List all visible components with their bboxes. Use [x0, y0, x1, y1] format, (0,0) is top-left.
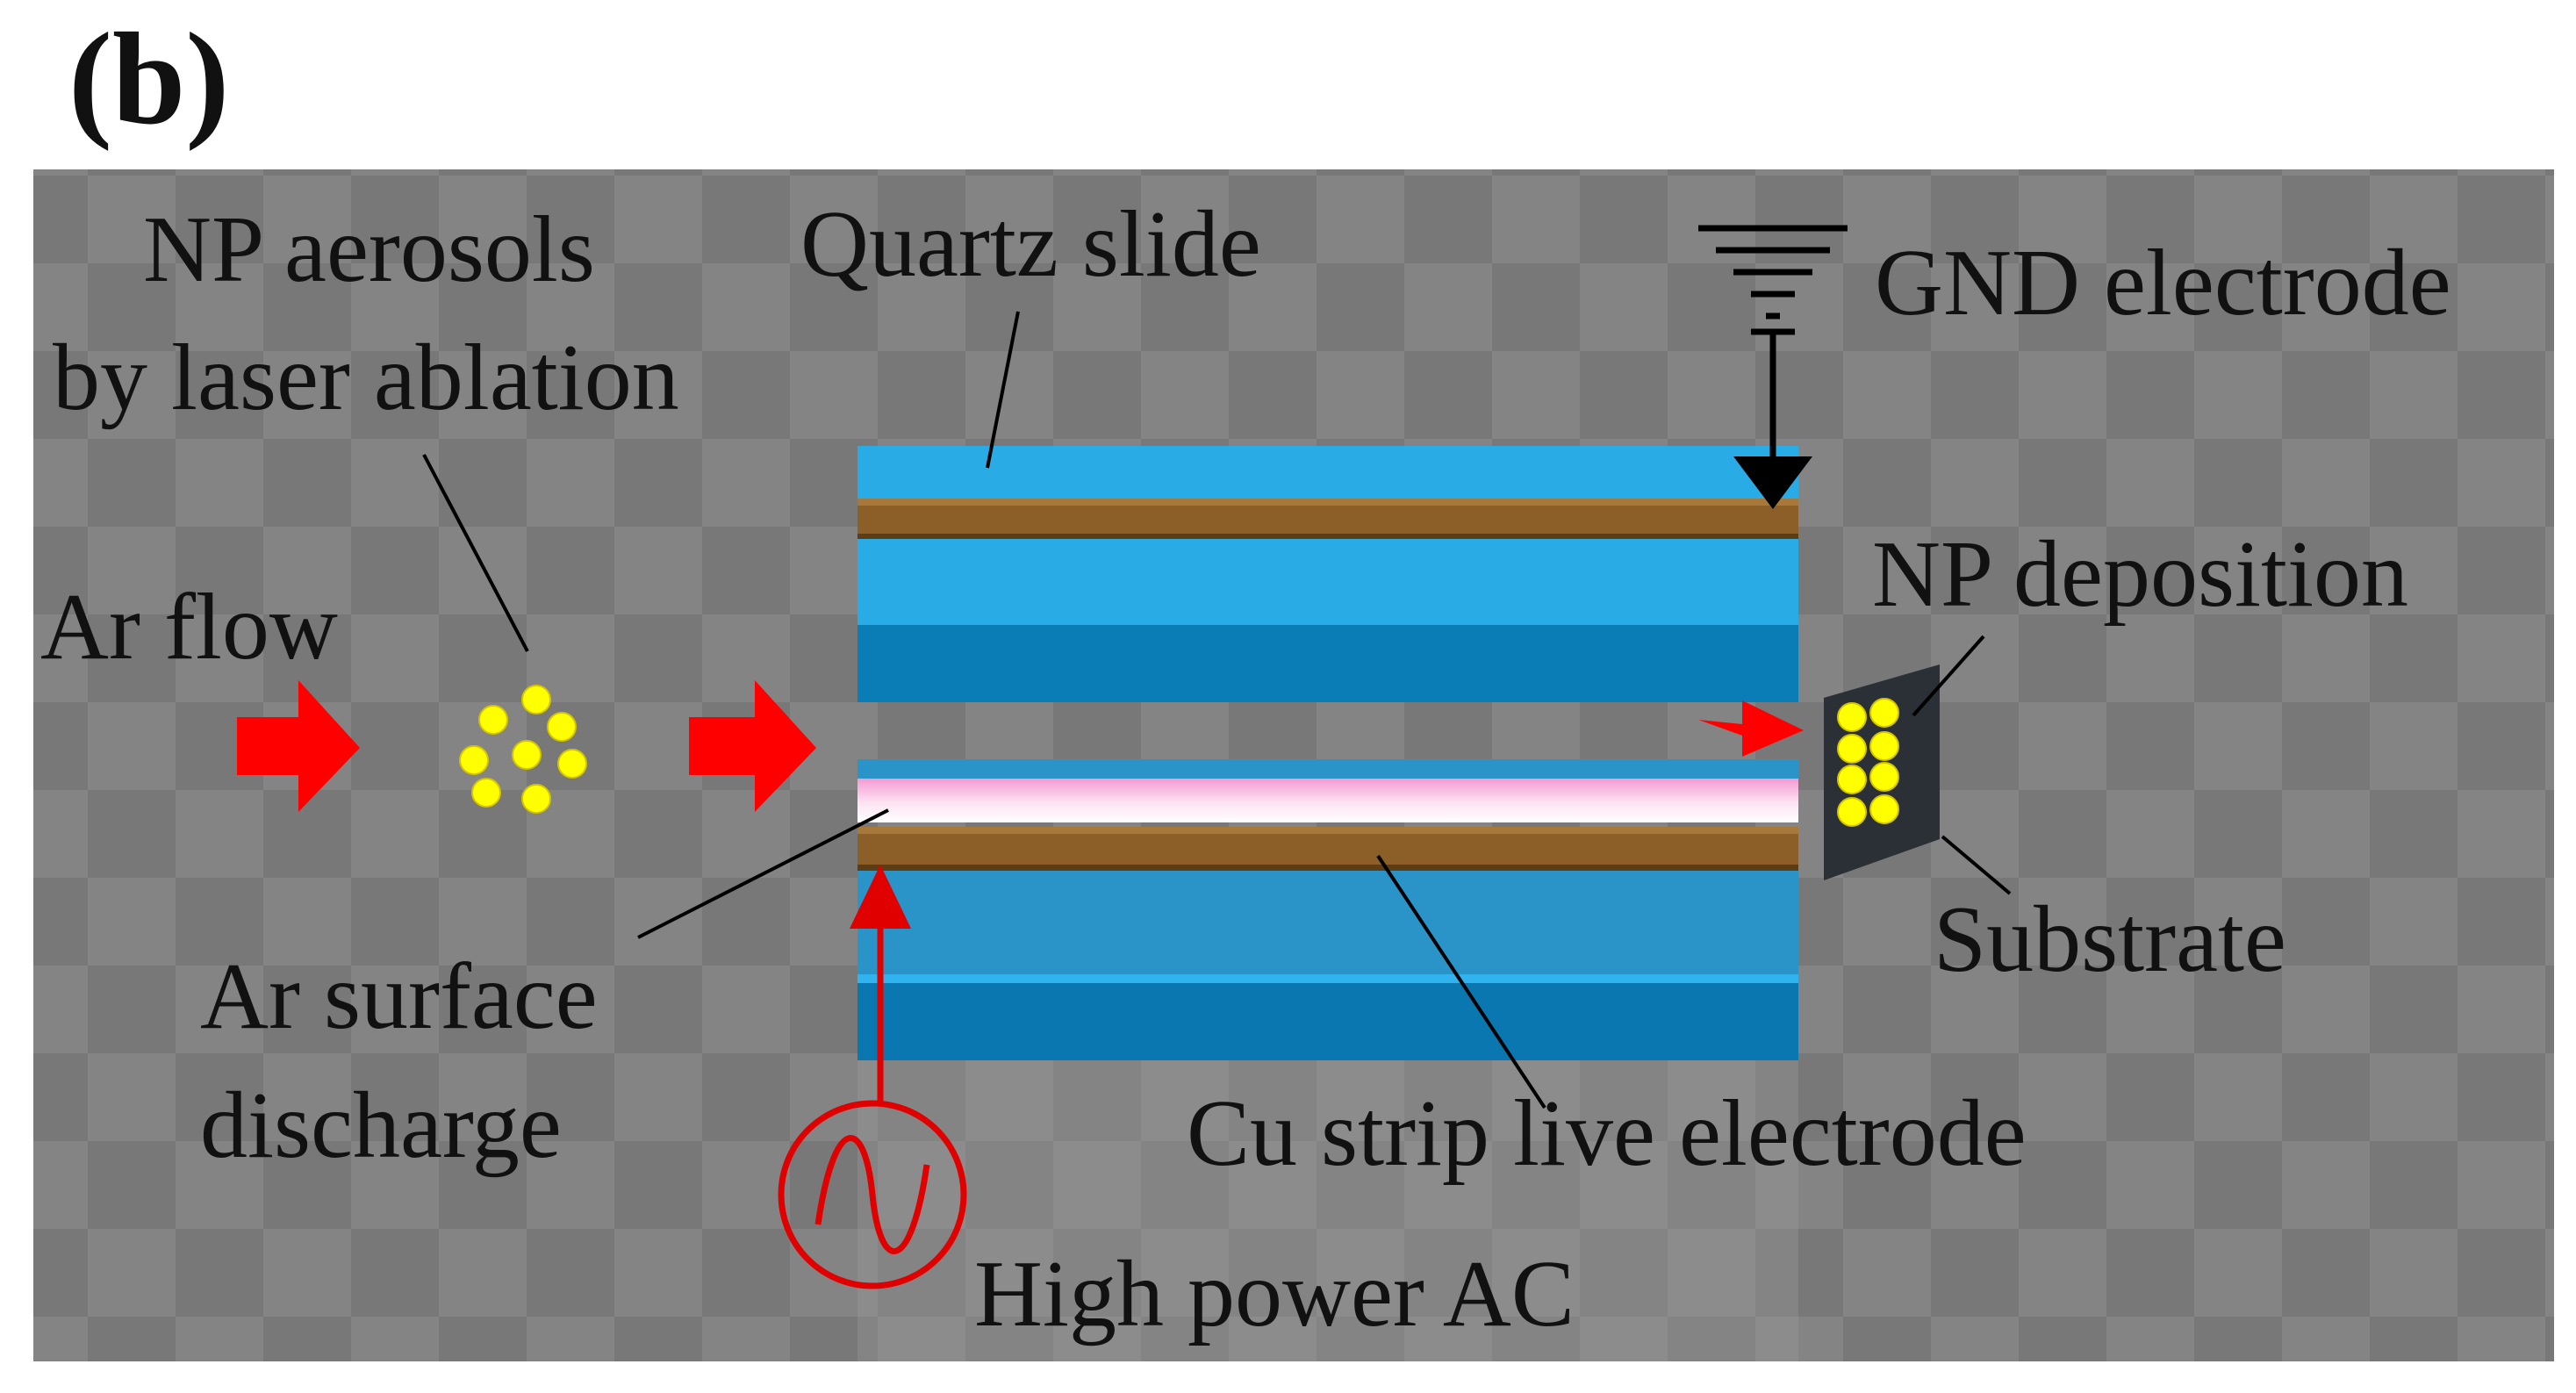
ar-flow-arrow-2 — [689, 680, 816, 812]
deposited-nanoparticles — [1837, 698, 1899, 827]
leader-np-aerosols — [422, 454, 529, 652]
leader-lines — [422, 311, 2012, 1109]
cu-strip-electrode — [857, 827, 1798, 871]
label-ar-surface-discharge-line2: discharge — [200, 1073, 562, 1178]
leader-cu-strip — [1376, 854, 1546, 1109]
slide-shadow-column — [857, 1060, 1798, 1361]
discharge-region — [857, 779, 1798, 822]
label-high-power-ac: High power AC — [974, 1242, 1575, 1346]
lower-quartz-slide — [857, 759, 1798, 1060]
label-gnd-electrode: GND electrode — [1875, 231, 2451, 335]
label-ar-surface-discharge-line1: Ar surface — [200, 944, 598, 1049]
label-np-aerosols-line2: by laser ablation — [53, 326, 679, 430]
upper-quartz-slide — [857, 446, 1798, 702]
ar-flow-arrow-1 — [237, 680, 360, 812]
ac-source-icon — [778, 1100, 967, 1289]
label-np-aerosols-line1: NP aerosols — [143, 197, 595, 302]
panel-label: (b) — [68, 6, 229, 152]
gnd-arrowhead — [1733, 456, 1812, 509]
np-flow-arrow — [1698, 700, 1804, 757]
ac-arrowhead — [850, 865, 911, 929]
np-aerosol-cluster — [459, 685, 587, 814]
label-cu-strip: Cu strip live electrode — [1187, 1081, 2027, 1186]
leader-substrate — [1941, 835, 2012, 895]
leader-quartz-slide — [986, 311, 1020, 469]
leader-np-deposition — [1912, 635, 1985, 717]
label-np-deposition: NP deposition — [1872, 522, 2408, 627]
label-substrate: Substrate — [1934, 887, 2286, 992]
substrate — [1824, 664, 1940, 880]
label-ar-flow: Ar flow — [40, 575, 338, 679]
leader-discharge — [637, 808, 889, 939]
label-quartz-slide: Quartz slide — [800, 192, 1261, 297]
